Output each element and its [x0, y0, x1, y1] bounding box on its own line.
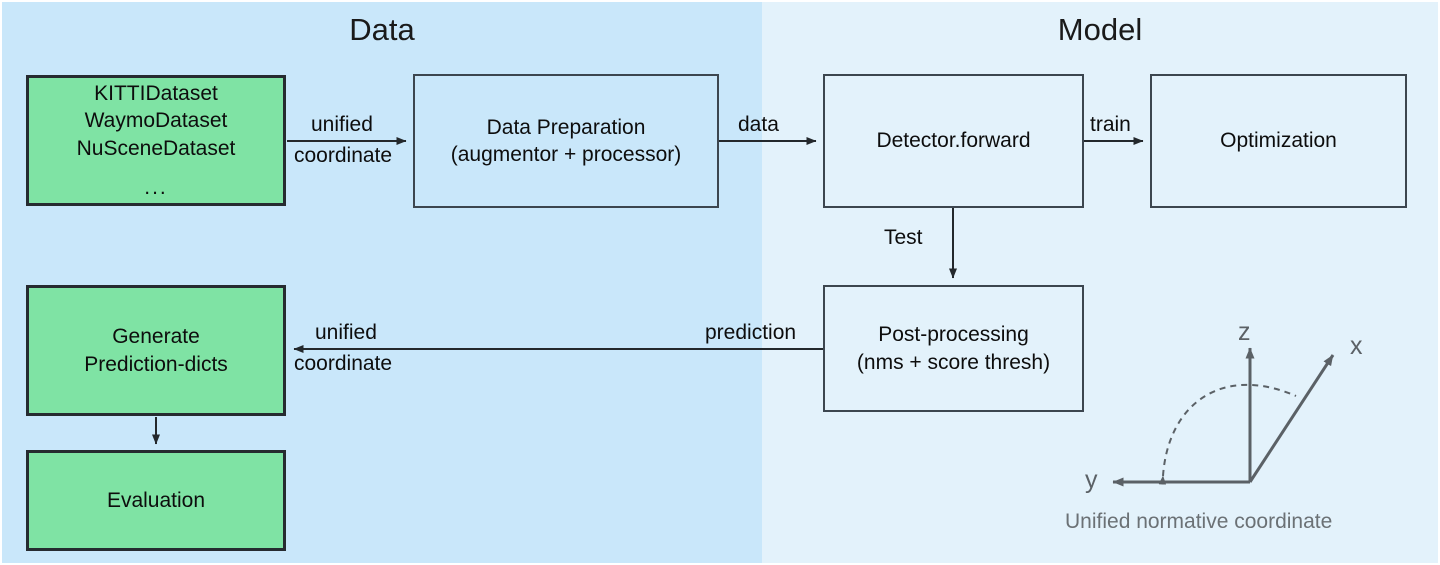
node-datasets-line2: WaymoDataset: [84, 109, 228, 133]
node-post-processing-line2: (nms + score thresh): [856, 350, 1051, 374]
node-datasets-line3: NuSceneDataset: [76, 136, 236, 160]
node-data-preparation[interactable]: Data Preparation (augmentor + processor): [413, 74, 719, 208]
node-detector-forward[interactable]: Detector.forward: [823, 74, 1084, 208]
node-optimization-label: Optimization: [1220, 129, 1337, 153]
node-evaluation[interactable]: Evaluation: [26, 450, 286, 551]
edge-label-coordinate-bottom: coordinate: [294, 352, 393, 375]
node-datasets[interactable]: KITTIDataset WaymoDataset NuSceneDataset…: [26, 75, 286, 206]
node-data-preparation-line1: Data Preparation: [486, 115, 646, 139]
node-generate-line2: Prediction-dicts: [84, 352, 228, 376]
node-datasets-line1: KITTIDataset: [94, 81, 218, 105]
panel-model-title: Model: [1057, 12, 1143, 47]
panel-data-title: Data: [349, 12, 415, 47]
node-generate-line1: Generate: [112, 325, 200, 349]
coordinate-axes: [1112, 347, 1335, 487]
coordinate-caption: Unified normative coordinate: [1065, 510, 1333, 533]
edge-label-unified-top: unified: [311, 113, 373, 136]
node-evaluation-label: Evaluation: [106, 488, 206, 512]
axis-label-x: x: [1350, 332, 1363, 360]
node-optimization[interactable]: Optimization: [1150, 74, 1407, 208]
edge-label-data: data: [738, 113, 779, 136]
node-post-processing[interactable]: Post-processing (nms + score thresh): [823, 285, 1084, 412]
node-post-processing-line1: Post-processing: [878, 323, 1029, 347]
axis-label-z: z: [1238, 318, 1251, 346]
edge-label-test: Test: [884, 226, 923, 249]
axis-label-y: y: [1085, 466, 1098, 494]
edge-label-unified-bottom: unified: [315, 321, 377, 344]
edge-label-coordinate-top: coordinate: [294, 144, 393, 167]
edge-label-train: train: [1090, 113, 1131, 136]
edge-label-prediction: prediction: [705, 321, 797, 344]
node-data-preparation-line2: (augmentor + processor): [450, 143, 682, 166]
node-datasets-ellipsis: ...: [144, 175, 168, 199]
node-generate-prediction-dicts[interactable]: Generate Prediction-dicts: [26, 285, 286, 416]
node-detector-forward-label: Detector.forward: [876, 129, 1031, 153]
